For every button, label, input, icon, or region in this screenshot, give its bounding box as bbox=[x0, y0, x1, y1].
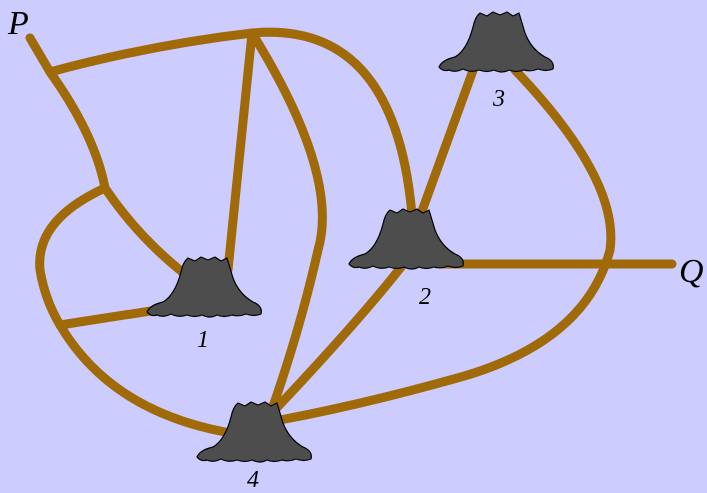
road-top-to-4 bbox=[252, 33, 322, 415]
volcano-4-label: 4 bbox=[247, 467, 259, 493]
road-top-left bbox=[50, 33, 252, 72]
road-3-loop-to-4 bbox=[280, 70, 611, 420]
road-junction-to-1-right bbox=[228, 33, 252, 270]
volcano-1 bbox=[147, 257, 261, 317]
volcano-3-label: 3 bbox=[492, 86, 505, 112]
road-left-loop bbox=[40, 188, 105, 325]
volcano-2-label: 2 bbox=[419, 284, 431, 310]
road-2-to-3 bbox=[418, 65, 475, 222]
endpoint-p-label: P bbox=[7, 5, 29, 42]
road-arc-to-2 bbox=[252, 32, 412, 215]
road-junction-to-1-left bbox=[105, 188, 190, 278]
volcano-3 bbox=[439, 12, 553, 72]
endpoint-q-label: Q bbox=[679, 253, 704, 290]
volcano-1-label: 1 bbox=[197, 327, 209, 353]
volcano-1-icon bbox=[147, 257, 261, 317]
volcano-2-icon bbox=[349, 209, 463, 269]
volcano-3-icon bbox=[439, 12, 553, 72]
volcano-2 bbox=[349, 209, 463, 269]
road-network bbox=[30, 32, 672, 432]
